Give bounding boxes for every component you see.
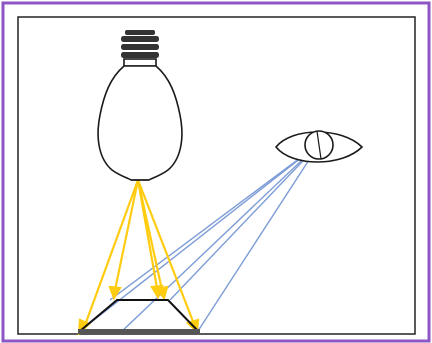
sight-line: [119, 142, 321, 334]
sight-line: [169, 142, 321, 301]
trapezoid-base: [78, 329, 200, 334]
eye-pupil-line: [316, 130, 322, 160]
light-ray: [136, 179, 164, 291]
light-ray: [82, 179, 140, 329]
light-ray: [113, 179, 140, 291]
trapezoid-object: [78, 299, 200, 334]
sight-line: [109, 142, 321, 301]
light-rays: [77, 179, 200, 336]
eye-icon: [274, 130, 364, 163]
bulb-thread: [121, 52, 159, 58]
inner-border: [17, 16, 416, 335]
bulb-cap: [125, 30, 155, 35]
bulb-thread: [121, 44, 159, 50]
arrow-head: [108, 285, 122, 301]
trapezoid-outline: [79, 299, 199, 332]
bulb-thread: [121, 36, 159, 42]
sight-line: [197, 142, 321, 332]
light-bulb-icon: [97, 30, 183, 181]
arrow-head: [155, 285, 169, 301]
bulb-glass: [97, 65, 183, 181]
bulb-neck: [123, 58, 157, 67]
light-ray: [136, 179, 196, 325]
